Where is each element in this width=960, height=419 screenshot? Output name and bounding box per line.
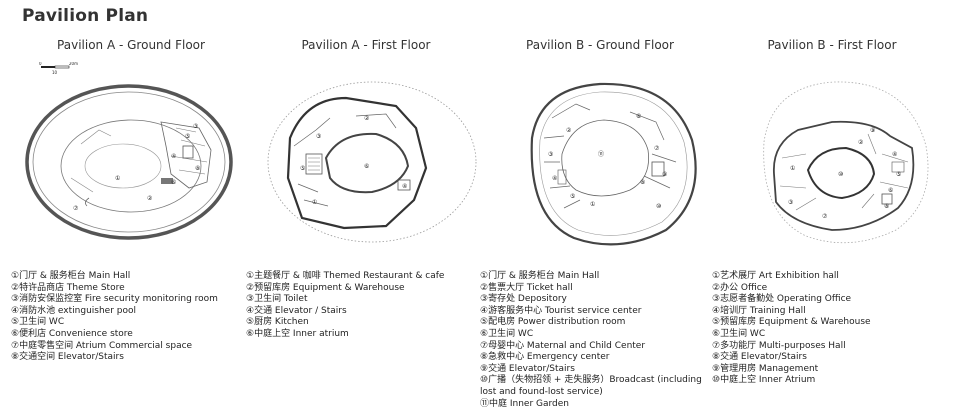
legend-item: ⑤卫生间 WC: [11, 317, 65, 328]
marker-1: ①: [590, 201, 595, 208]
marker-5: ⑤: [570, 193, 575, 200]
marker-2: ②: [566, 127, 572, 134]
marker-2: ②: [858, 139, 864, 146]
legend-item: ①主题餐厅 & 咖啡 Themed Restaurant & cafe: [246, 271, 445, 281]
pavilion-b-ground-column: Pavilion B - Ground Floor ① ② ③ ④ ⑤ ⑥ ⑦ …: [480, 0, 720, 419]
marker-4: ④: [552, 175, 557, 182]
marker-5: ⑤: [185, 133, 190, 140]
legend-item: ⑤厨房 Kitchen: [246, 317, 309, 328]
page-title: Pavilion Plan: [22, 6, 149, 26]
marker-1: ①: [790, 165, 795, 172]
marker-5: ⑤: [896, 171, 901, 178]
pavilion-a-first-plan: ① ② ③ ④ ⑤ ⑥: [267, 81, 477, 243]
legend-item: ⑨管理用房 Management: [712, 363, 819, 374]
marker-4: ④: [892, 151, 897, 158]
marker-2: ②: [364, 115, 370, 122]
pavilion-a-ground-column: Pavilion A - Ground Floor ① ② ③ ④ ⑤ ⑥ ⑦ …: [11, 0, 251, 419]
pavilion-a-first-column: Pavilion A - First Floor ① ② ③ ④ ⑤ ⑥ ①主题…: [246, 0, 486, 419]
legend-item: ①艺术展厅 Art Exhibition hall: [712, 271, 839, 281]
legend-item: ④培训厅 Training Hall: [712, 305, 806, 316]
legend-item: ⑦多功能厅 Multi-purposes Hall: [712, 340, 846, 351]
svg-text:20m: 20m: [69, 62, 78, 66]
legend-item: ⑤配电房 Power distribution room: [480, 317, 626, 328]
marker-8: ⑧: [884, 203, 889, 210]
legend-item: ③志愿者备勤处 Operating Office: [712, 294, 852, 305]
pavilion-b-first-plan: ① ② ③ ④ ⑤ ⑥ ⑦ ⑧ ⑨ ⑩: [763, 81, 929, 244]
marker-3: ③: [548, 151, 553, 158]
legend-item: ⑨交通 Elevator/Stairs: [480, 363, 575, 374]
marker-3: ③: [193, 123, 198, 130]
legend-item: ①门厅 & 服务柜台 Main Hall: [11, 271, 131, 281]
pavilion-b-first-title: Pavilion B - First Floor: [767, 38, 897, 52]
marker-3: ③: [316, 133, 321, 140]
marker-1: ①: [312, 199, 317, 206]
marker-7: ⑦: [73, 205, 79, 212]
marker-4: ④: [171, 153, 176, 160]
legend-item: ③寄存处 Depository: [480, 294, 567, 305]
legend-item: ⑤预留库房 Equipment & Warehouse: [712, 317, 871, 328]
pavilion-b-ground-title: Pavilion B - Ground Floor: [526, 38, 674, 52]
marker-10: ⑩: [656, 203, 661, 210]
scale-bar: 0 10 20m: [39, 62, 78, 75]
plan-markers-b-first: ① ② ③ ④ ⑤ ⑥ ⑦ ⑧ ⑨ ⑩: [788, 127, 901, 220]
plan-markers-b-ground: ① ② ③ ④ ⑤ ⑥ ⑦ ⑧ ⑨ ⑩ ⑪: [548, 113, 667, 210]
marker-4: ④: [402, 183, 407, 190]
legend-item: ⑪中庭 Inner Garden: [480, 398, 570, 409]
legend-item: ②特许品商店 Theme Store: [11, 282, 125, 293]
legend-item: ⑥中庭上空 Inner atrium: [246, 328, 349, 339]
legend-item: ⑦母婴中心 Maternal and Child Center: [480, 340, 646, 351]
marker-6: ⑥: [171, 179, 176, 186]
marker-7: ⑦: [654, 145, 660, 152]
marker-6: ⑥: [636, 113, 641, 120]
legend-item: ⑥卫生间 WC: [712, 328, 766, 339]
marker-8: ⑧: [640, 179, 645, 186]
pavilion-a-first-legend: ①主题餐厅 & 咖啡 Themed Restaurant & cafe ②预留库…: [246, 271, 478, 341]
marker-1: ①: [115, 175, 120, 182]
marker-6: ⑥: [888, 187, 893, 194]
pavilion-a-ground-legend: ①门厅 & 服务柜台 Main Hall ②特许品商店 Theme Store …: [11, 271, 243, 364]
legend-item: ③消防安保监控室 Fire security monitoring room: [11, 294, 218, 305]
pavilion-b-first-legend: ①艺术展厅 Art Exhibition hall ②办公 Office ③志愿…: [712, 271, 944, 387]
marker-6: ⑥: [364, 163, 369, 170]
plan-markers-a-first: ① ② ③ ④ ⑤ ⑥: [300, 115, 407, 206]
pavilion-b-first-column: Pavilion B - First Floor ① ② ③ ④ ⑤ ⑥ ⑦ ⑧…: [712, 0, 952, 419]
legend-item: ④消防水池 extinguisher pool: [11, 305, 137, 316]
legend-item: ⑩广播（失物招领 + 走失服务）Broadcast (including los…: [480, 375, 702, 397]
marker-10: ⑩: [838, 171, 843, 178]
pavilion-b-ground-legend: ①门厅 & 服务柜台 Main Hall ②售票大厅 Ticket hall ③…: [480, 271, 712, 410]
legend-item: ⑧交通 Elevator/Stairs: [712, 352, 807, 363]
marker-5: ⑤: [300, 165, 305, 172]
legend-item: ⑥便利店 Convenience store: [11, 328, 133, 339]
legend-item: ②办公 Office: [712, 282, 768, 293]
legend-item: ⑧交通空间 Elevator/Stairs: [11, 352, 124, 363]
svg-text:10: 10: [52, 70, 58, 75]
pavilion-a-ground-title: Pavilion A - Ground Floor: [57, 38, 205, 52]
marker-7: ⑦: [822, 213, 828, 220]
marker-11: ⑪: [598, 150, 604, 158]
legend-item: ②预留库房 Equipment & Warehouse: [246, 282, 405, 293]
marker-3: ③: [788, 199, 793, 206]
legend-item: ②售票大厅 Ticket hall: [480, 282, 573, 293]
legend-item: ⑦中庭零售空间 Atrium Commercial space: [11, 340, 193, 351]
svg-text:0: 0: [39, 62, 42, 66]
pavilion-a-first-title: Pavilion A - First Floor: [301, 38, 431, 52]
legend-item: ⑩中庭上空 Inner Atrium: [712, 375, 816, 386]
legend-item: ④游客服务中心 Tourist service center: [480, 305, 642, 316]
legend-item: ①门厅 & 服务柜台 Main Hall: [480, 271, 600, 281]
marker-2: ②: [147, 195, 153, 202]
marker-8: ⑧: [195, 165, 200, 172]
legend-item: ⑧急救中心 Emergency center: [480, 352, 610, 363]
legend-item: ⑥卫生间 WC: [480, 328, 534, 339]
legend-item: ④交通 Elevator / Stairs: [246, 305, 347, 316]
legend-item: ③卫生间 Toilet: [246, 294, 308, 305]
pavilion-a-ground-plan: ① ② ③ ④ ⑤ ⑥ ⑦ ⑧: [25, 84, 233, 240]
plan-markers-a-ground: ① ② ③ ④ ⑤ ⑥ ⑦ ⑧: [73, 123, 200, 212]
marker-9: ⑨: [662, 171, 667, 178]
marker-9: ⑨: [870, 127, 875, 134]
pavilion-b-ground-plan: ① ② ③ ④ ⑤ ⑥ ⑦ ⑧ ⑨ ⑩ ⑪: [530, 82, 697, 246]
